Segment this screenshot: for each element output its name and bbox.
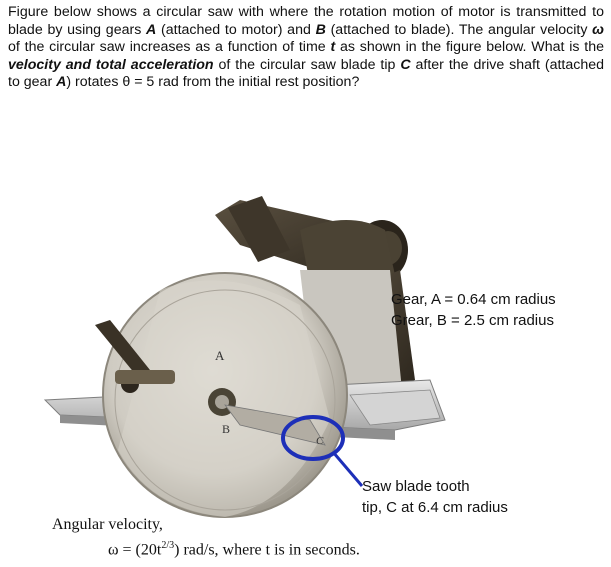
text: of the circular saw blade tip bbox=[213, 56, 401, 73]
problem-statement: Figure below shows a circular saw with w… bbox=[8, 4, 604, 92]
var-C: C bbox=[400, 56, 411, 73]
tip-label-line1: Saw blade tooth bbox=[362, 478, 470, 495]
omega-eq-start: ω = (20t bbox=[108, 541, 162, 559]
text: ) rotates θ = 5 rad from the initial res… bbox=[66, 74, 360, 91]
angular-velocity-equation: ω = (20t2/3) rad/s, where t is in second… bbox=[108, 540, 360, 559]
mark-C: C bbox=[316, 435, 324, 447]
text: Figure below shows a circular saw with w… bbox=[8, 4, 604, 38]
mark-A: A bbox=[215, 348, 225, 363]
front-knob bbox=[95, 320, 175, 393]
angular-velocity-title: Angular velocity, bbox=[52, 516, 163, 533]
text: of the circular saw increases as a funct… bbox=[8, 39, 331, 56]
omega-eq-end: ) rad/s, where t is in seconds. bbox=[174, 541, 360, 559]
var-B: B bbox=[315, 21, 326, 38]
text: (attached to blade). The angular velocit… bbox=[325, 21, 593, 38]
emphasis: velocity and total acceleration bbox=[8, 56, 214, 73]
gear-b-label: Grear, B = 2.5 cm radius bbox=[391, 312, 554, 329]
var-A: A bbox=[146, 21, 157, 38]
gear-a-label: Gear, A = 0.64 cm radius bbox=[391, 291, 556, 308]
text: (attached to motor) and bbox=[156, 21, 316, 38]
var-A: A bbox=[56, 74, 67, 91]
var-t: t bbox=[330, 39, 336, 56]
text: as shown in the figure below. What is th… bbox=[335, 39, 604, 56]
tip-highlight bbox=[281, 415, 364, 487]
blade-arm bbox=[224, 404, 326, 446]
tip-label-line2: tip, C at 6.4 cm radius bbox=[362, 499, 508, 516]
var-omega: ω bbox=[592, 21, 604, 38]
text: after the drive shaft (attached to gear bbox=[8, 56, 605, 91]
mark-B: B bbox=[222, 422, 230, 436]
omega-exponent: 2/3 bbox=[161, 540, 175, 551]
